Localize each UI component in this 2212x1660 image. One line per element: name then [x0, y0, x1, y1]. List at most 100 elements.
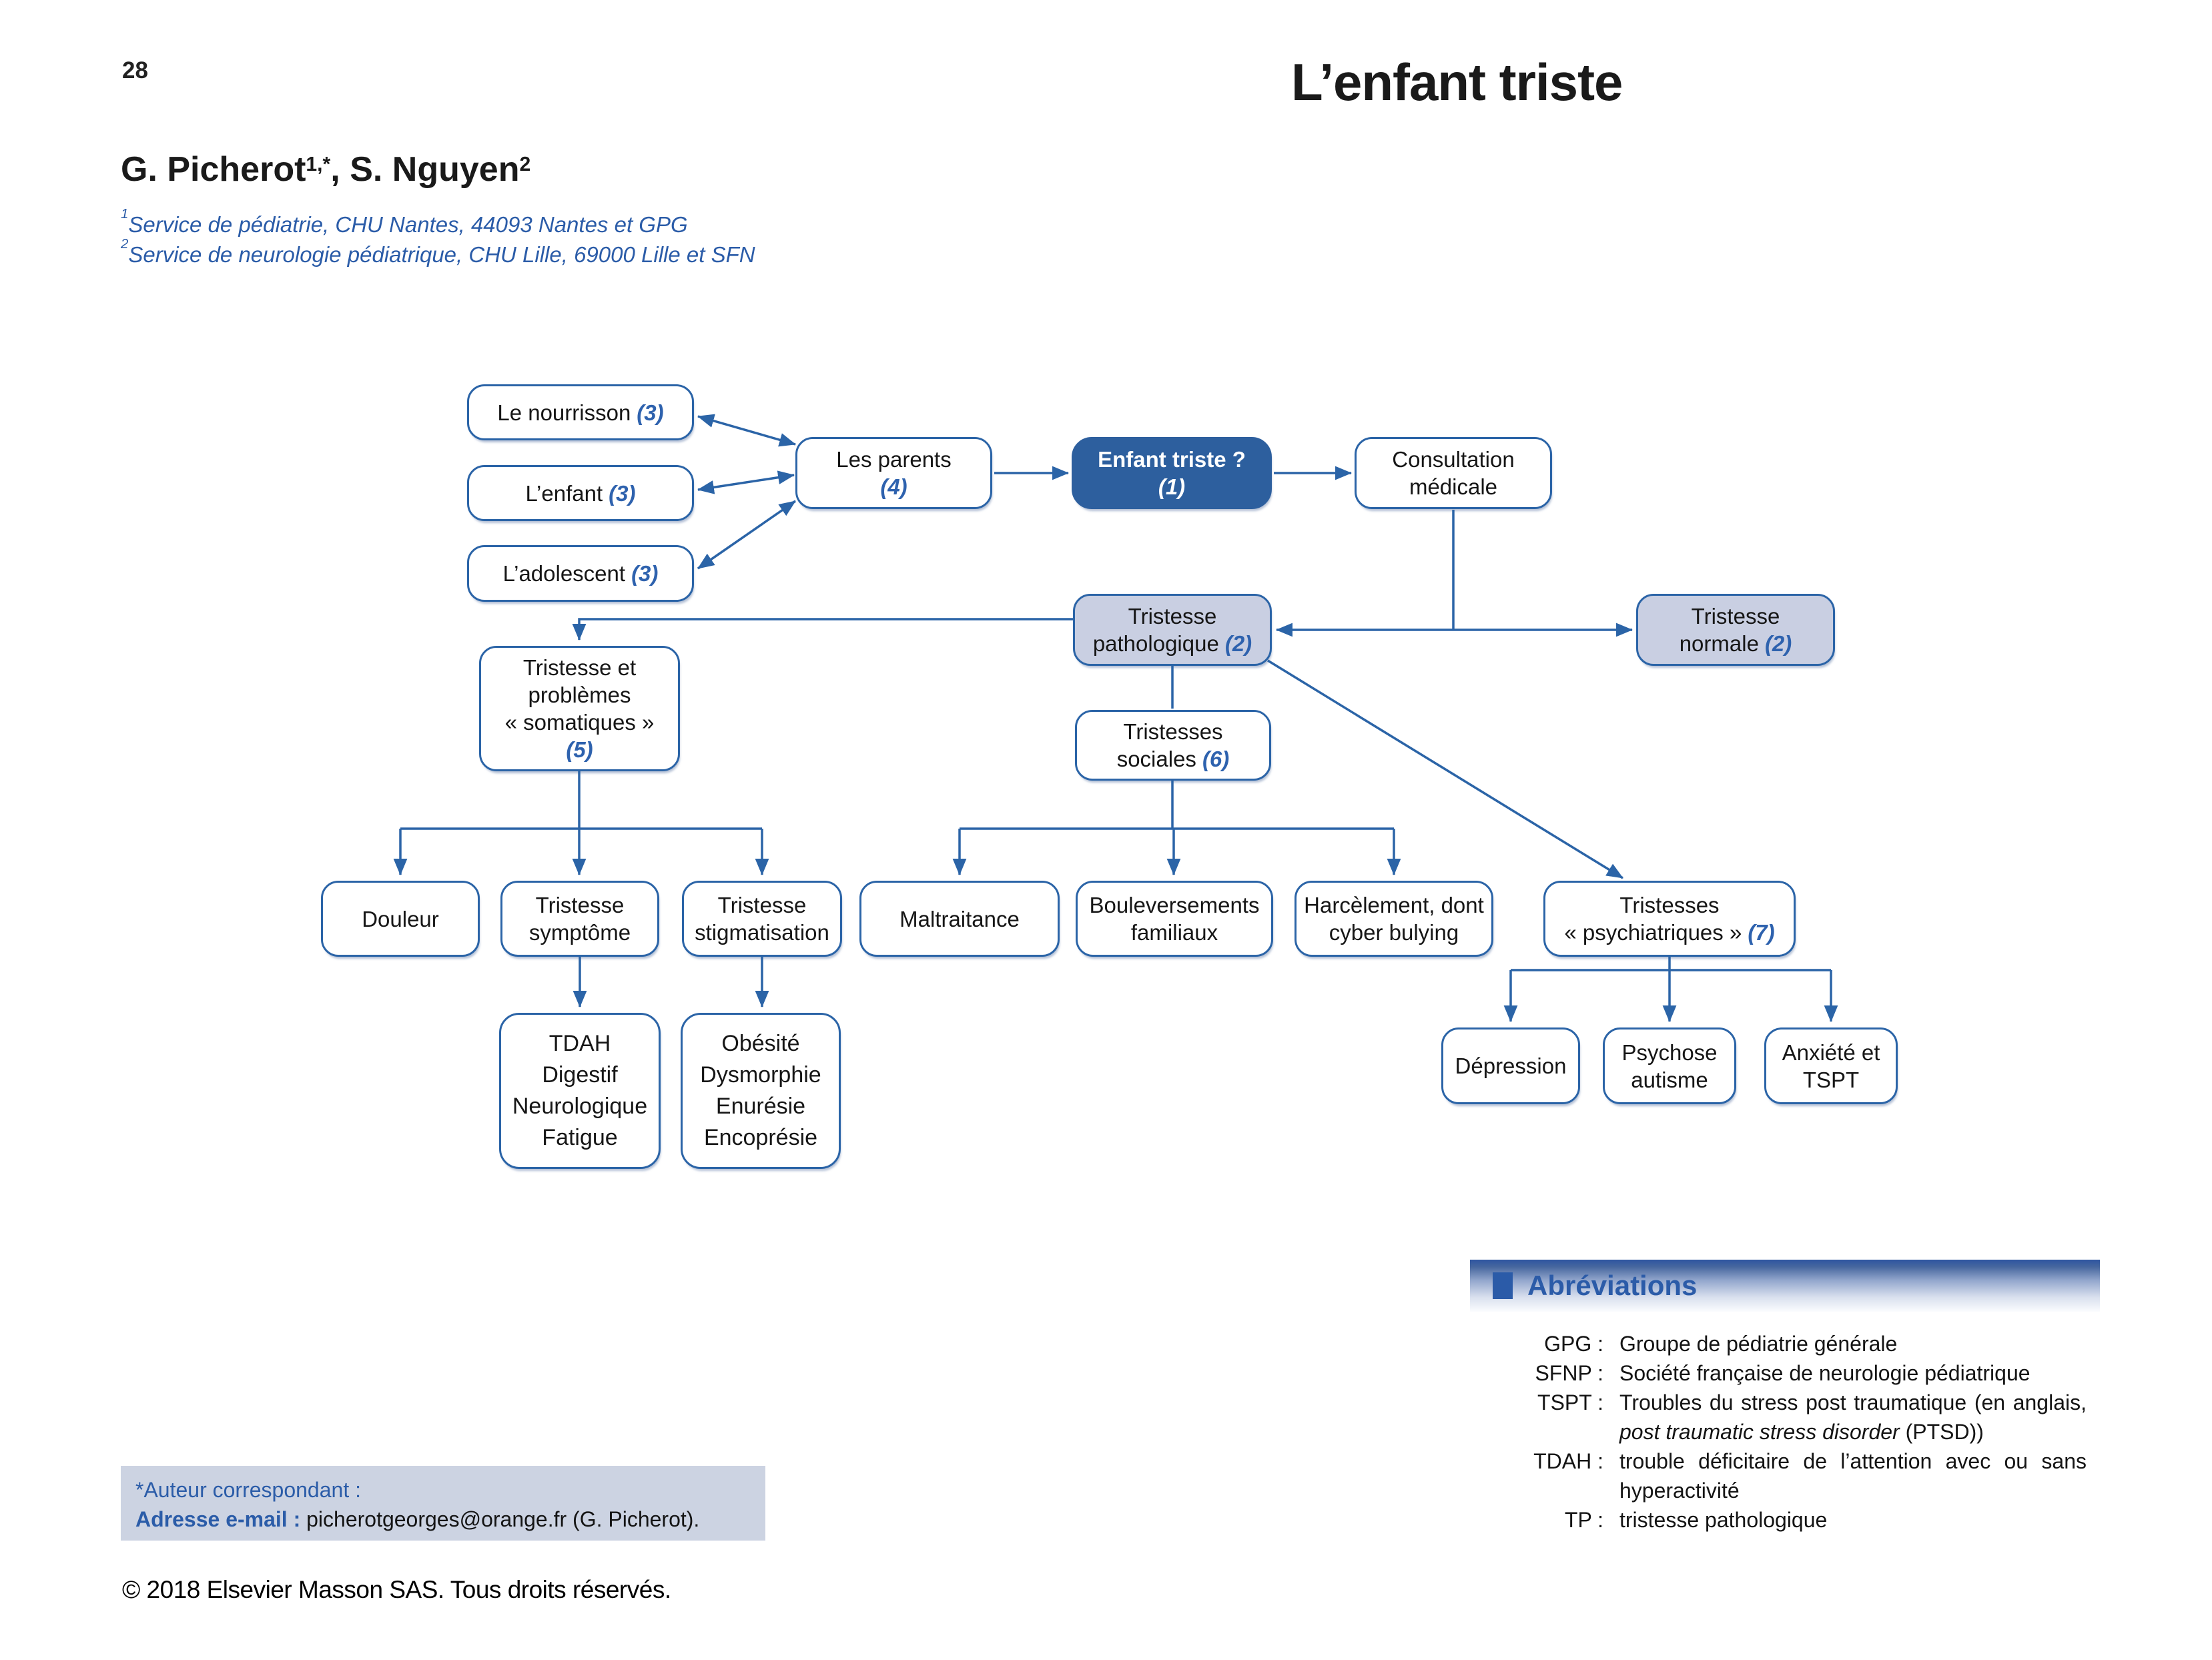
node-line: pathologique(2): [1093, 630, 1252, 657]
node-label: Maltraitance: [899, 906, 1020, 931]
node-line: Tristesse: [718, 891, 807, 919]
abbreviation-row: TSPT : Troubles du stress post traumatiq…: [1470, 1388, 2100, 1446]
node-bouleversements-familiaux: Bouleversements familiaux: [1076, 881, 1273, 957]
node-line: Obésité: [721, 1028, 799, 1060]
node-line: Tristesses: [1619, 891, 1719, 919]
abbreviation-definition: Société française de neurologie pédiatri…: [1619, 1361, 2031, 1385]
abbreviation-key: TP :: [1564, 1508, 1603, 1532]
node-label: normale: [1679, 631, 1759, 656]
node-line: autisme: [1631, 1066, 1708, 1094]
affiliation-1-sup: 1: [121, 205, 129, 222]
node-label: Obésité: [721, 1031, 800, 1056]
abbreviation-row: GPG : Groupe de pédiatrie générale: [1470, 1329, 2100, 1358]
node-label: Dysmorphie: [700, 1062, 821, 1088]
node-label: symptôme: [528, 920, 631, 945]
node-anxiete-tspt: Anxiété et TSPT: [1764, 1027, 1898, 1104]
node-label: L’adolescent: [502, 561, 626, 586]
node-line: Tristesse: [1128, 602, 1217, 630]
affiliations: 1Service de pédiatrie, CHU Nantes, 44093…: [121, 207, 755, 270]
node-line: « psychiatriques »(7): [1564, 919, 1774, 946]
node-line: Le nourrisson(3): [497, 399, 663, 426]
node-tristesse-stigmatisation: Tristesse stigmatisation: [682, 881, 842, 957]
node-obesite-dysmorphie: Obésité Dysmorphie Enurésie Encoprésie: [681, 1013, 841, 1169]
node-label: Fatigue: [542, 1125, 618, 1150]
affiliation-1: 1Service de pédiatrie, CHU Nantes, 44093…: [121, 207, 755, 240]
node-line: Tristesse: [1692, 602, 1780, 630]
node-label: Le nourrisson: [497, 400, 631, 425]
node-number: (1): [1158, 474, 1186, 499]
node-label: « psychiatriques »: [1564, 920, 1742, 945]
node-number: (3): [637, 400, 664, 425]
node-label: Tristesses: [1123, 719, 1223, 744]
node-line: familiaux: [1131, 919, 1218, 946]
node-label: Anxiété et: [1782, 1040, 1880, 1065]
node-line: TDAH: [549, 1028, 611, 1060]
node-line: (1): [1158, 473, 1185, 500]
node-number: (3): [631, 561, 659, 586]
node-line: symptôme: [529, 919, 631, 946]
node-number: (6): [1202, 747, 1230, 771]
node-line: stigmatisation: [695, 919, 829, 946]
author-separator: ,: [330, 150, 350, 189]
node-label: cyber bulying: [1329, 920, 1459, 945]
node-tristesse-symptome: Tristesse symptôme: [500, 881, 659, 957]
correspondence-box: *Auteur correspondant : Adresse e-mail :…: [121, 1466, 765, 1541]
abbreviation-key: TSPT :: [1537, 1390, 1603, 1414]
node-line: Enfant triste ?: [1098, 446, 1246, 473]
node-label: Neurologique: [512, 1094, 648, 1119]
node-maltraitance: Maltraitance: [859, 881, 1060, 957]
page-number: 28: [122, 57, 148, 83]
node-douleur: Douleur: [321, 881, 480, 957]
node-les-parents: Les parents (4): [795, 437, 992, 509]
node-line: « somatiques »: [505, 709, 655, 736]
node-label: médicale: [1409, 474, 1498, 499]
node-label: sociales: [1116, 747, 1196, 771]
abbreviation-row: TP : tristesse pathologique: [1470, 1505, 2100, 1535]
affiliation-2: 2Service de neurologie pédiatrique, CHU …: [121, 237, 755, 270]
node-line: sociales(6): [1117, 745, 1230, 773]
node-line: Encoprésie: [704, 1122, 817, 1154]
abbreviations-header: Abréviations: [1470, 1260, 2100, 1312]
abbreviation-definition: Groupe de pédiatrie générale: [1619, 1332, 1898, 1356]
node-line: Digestif: [542, 1060, 617, 1091]
node-consultation-medicale: Consultation médicale: [1355, 437, 1552, 509]
affiliation-2-text: Service de neurologie pédiatrique, CHU L…: [128, 242, 755, 267]
node-line: Dysmorphie: [700, 1060, 821, 1091]
node-number: (7): [1748, 920, 1775, 945]
abbreviation-key: TDAH :: [1533, 1449, 1603, 1473]
copyright-line: © 2018 Elsevier Masson SAS. Tous droits …: [122, 1576, 671, 1603]
node-line: Tristesses: [1123, 718, 1222, 745]
node-tristesses-psychiatriques: Tristesses « psychiatriques »(7): [1543, 881, 1796, 957]
node-line: (5): [566, 736, 593, 763]
node-label: Encoprésie: [703, 1125, 818, 1150]
node-line: médicale: [1409, 473, 1497, 500]
abbreviation-row: TDAH : trouble déficitaire de l’attentio…: [1470, 1446, 2100, 1505]
node-label: stigmatisation: [695, 920, 829, 945]
node-label: Tristesse: [1691, 604, 1780, 629]
node-le-nourrisson: Le nourrisson(3): [467, 384, 694, 440]
node-tristesses-sociales: Tristesses sociales(6): [1075, 710, 1271, 781]
definition-part: Troubles du stress post traumatique (en …: [1619, 1390, 2087, 1414]
node-line: (4): [880, 473, 907, 500]
node-line: cyber bulying: [1329, 919, 1459, 946]
node-label: pathologique: [1092, 631, 1219, 656]
node-line: problèmes: [528, 681, 631, 709]
abbreviation-key: SFNP :: [1535, 1361, 1603, 1385]
abbreviations-title: Abréviations: [1527, 1270, 1698, 1301]
email-line: Adresse e-mail : picherotgeorges@orange.…: [135, 1505, 751, 1534]
node-line: Tristesse et: [523, 654, 636, 681]
node-label: Tristesses: [1619, 893, 1720, 917]
node-label: « somatiques »: [504, 710, 655, 735]
node-line: Anxiété et: [1782, 1039, 1880, 1066]
corresponding-author-note: *Auteur correspondant :: [135, 1478, 361, 1502]
node-line: Psychose: [1621, 1039, 1717, 1066]
node-label: Psychose: [1621, 1040, 1718, 1065]
node-label: autisme: [1631, 1067, 1708, 1092]
email-value: picherotgeorges@orange.fr (G. Picherot).: [300, 1507, 700, 1531]
node-label: TSPT: [1802, 1067, 1860, 1092]
node-enfant-triste: Enfant triste ? (1): [1072, 437, 1272, 509]
node-line: Bouleversements: [1090, 891, 1260, 919]
node-tristesse-pathologique: Tristesse pathologique(2): [1073, 594, 1272, 666]
author-1-sup: 1,*: [306, 153, 331, 175]
abbreviation-definition: tristesse pathologique: [1619, 1508, 1828, 1532]
